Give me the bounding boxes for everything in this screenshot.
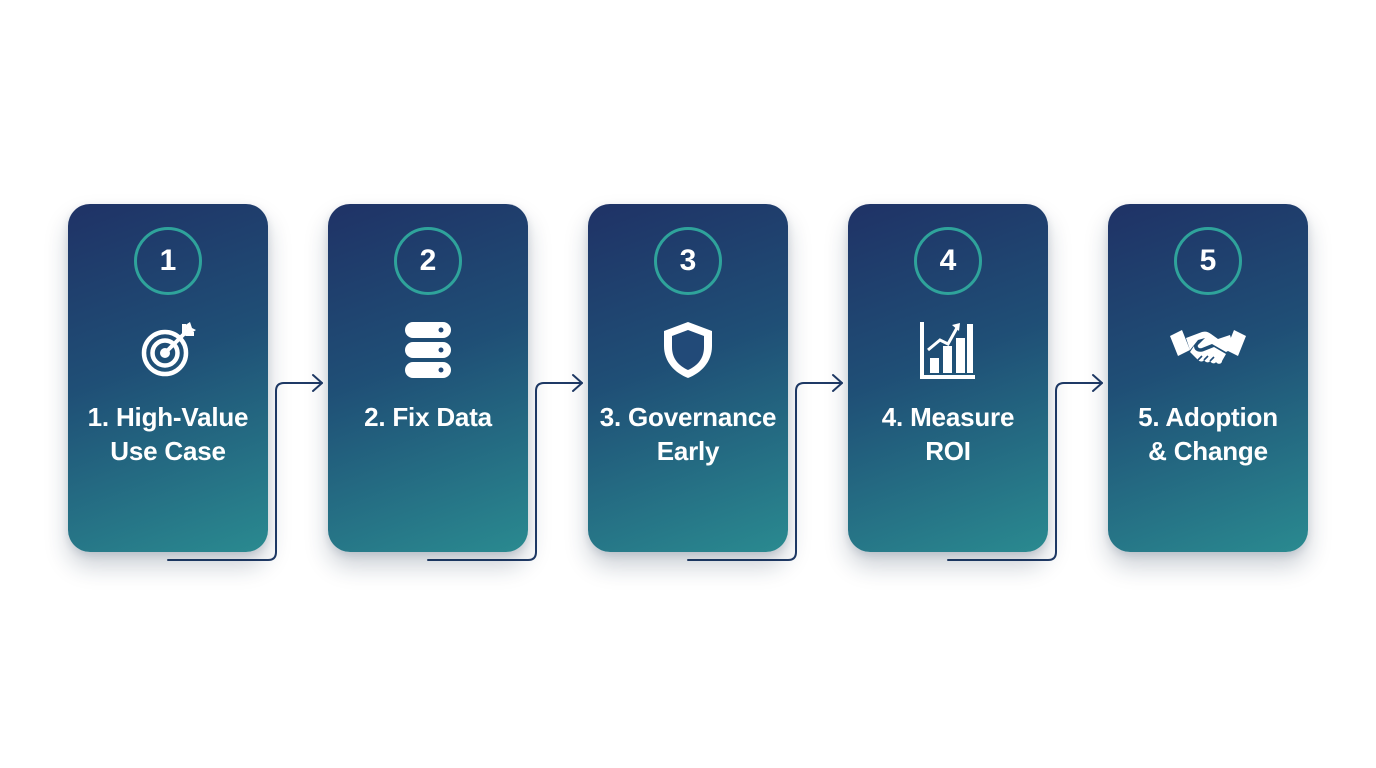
arrowhead-1-2 [312, 374, 323, 392]
step-number-3: 3 [654, 227, 722, 295]
step-number-5: 5 [1174, 227, 1242, 295]
handshake-icon [1168, 320, 1248, 380]
shield-icon [658, 320, 718, 380]
step-label-3-line-1: 3. Governance [599, 402, 777, 432]
step-label-3-line-2: Early [656, 436, 720, 466]
step-label-5-line-1: 5. Adoption [1138, 402, 1278, 432]
step-number-1: 1 [134, 227, 202, 295]
database-icon [398, 320, 458, 380]
step-card-4: 4 4. Measure ROI [848, 204, 1048, 552]
step-number-2: 2 [394, 227, 462, 295]
step-card-3: 3 3. Governance Early [588, 204, 788, 552]
arrowhead-3-4 [832, 374, 843, 392]
step-label-4: 4. Measure ROI [852, 400, 1044, 468]
step-label-1-line-2: Use Case [110, 436, 226, 466]
step-label-2-line-1: 2. Fix Data [364, 402, 492, 432]
step-label-1-line-1: 1. High-Value [87, 402, 249, 432]
step-label-4-line-2: ROI [925, 436, 971, 466]
step-label-2: 2. Fix Data [332, 400, 524, 434]
step-label-4-line-1: 4. Measure [881, 402, 1015, 432]
step-card-1: 1 1. High-Value Use Case [68, 204, 268, 552]
step-number-4: 4 [914, 227, 982, 295]
step-label-3: 3. Governance Early [592, 400, 784, 468]
step-label-1: 1. High-Value Use Case [72, 400, 264, 468]
target-icon [138, 320, 198, 380]
arrowhead-4-5 [1092, 374, 1103, 392]
step-card-5: 5 5. Adoption & Change [1108, 204, 1308, 552]
step-label-5: 5. Adoption & Change [1112, 400, 1304, 468]
step-card-2: 2 2. Fix Data [328, 204, 528, 552]
bar-chart-icon [918, 320, 978, 380]
arrowhead-2-3 [572, 374, 583, 392]
step-label-5-line-2: & Change [1148, 436, 1268, 466]
